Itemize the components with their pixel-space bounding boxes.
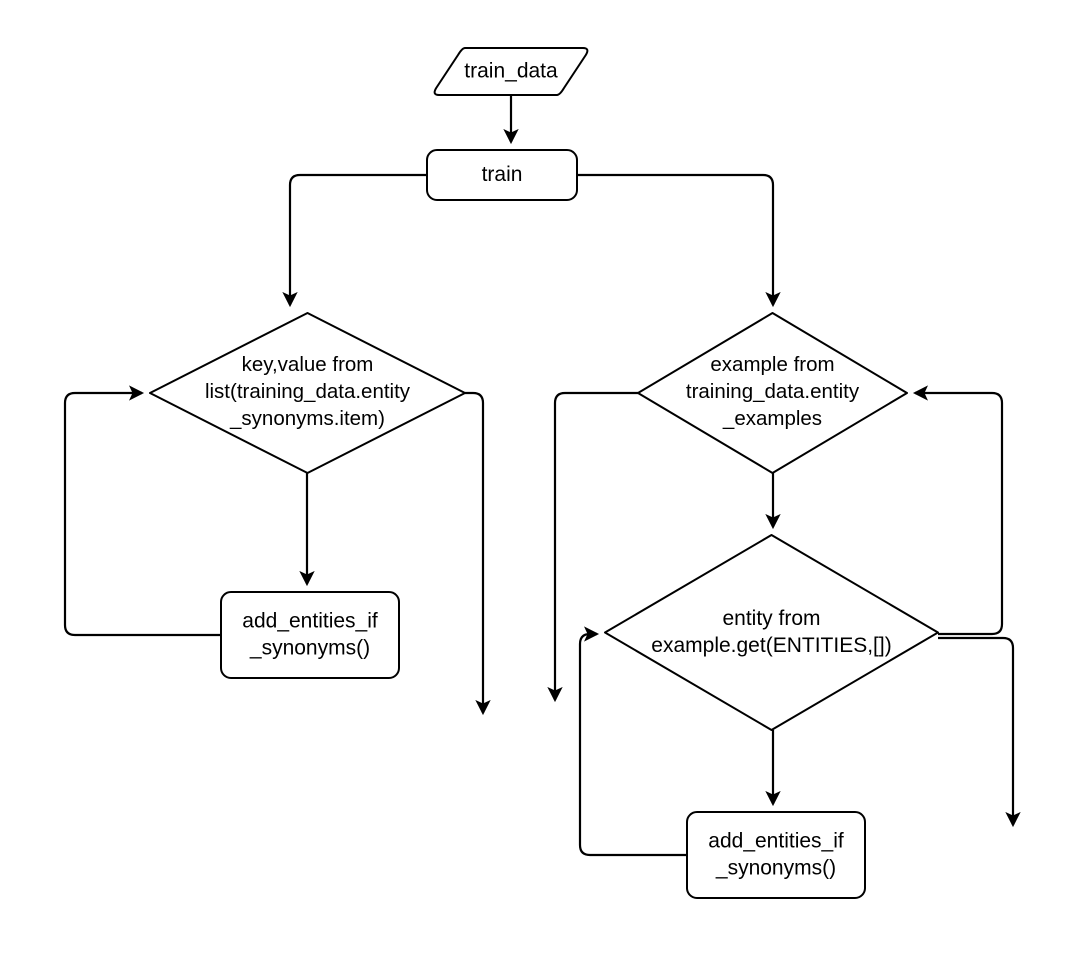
connector-loop_examples-to-exit_middle (547, 391, 638, 703)
diamond-shape (604, 534, 939, 731)
node-label-train: train (482, 163, 523, 186)
connector-loop_entities-to-exit_right (938, 636, 1021, 828)
node-label-add_entities_left: add_entities_if_synonyms() (242, 609, 378, 659)
diamond-shape (149, 312, 466, 474)
rounded-rect-shape (426, 149, 578, 201)
node-add_entities_right[interactable]: add_entities_if_synonyms() (686, 811, 866, 899)
connector-train-to-loop_synonyms (282, 173, 427, 308)
node-train[interactable]: train (426, 149, 578, 201)
node-add_entities_left[interactable]: add_entities_if_synonyms() (220, 591, 400, 679)
node-train_data[interactable]: train_data (433, 47, 589, 96)
connector-train-to-loop_examples (577, 173, 781, 308)
rounded-rect-shape (686, 811, 866, 899)
edge-layer (63, 95, 1021, 857)
node-label-train_data: train_data (464, 59, 558, 82)
connector-loop_entities-to-loop_examples (912, 385, 1004, 636)
connector-add_entities_left-to-loop_synonyms (63, 385, 221, 637)
connector-add_entities_right-to-loop_entities (578, 626, 687, 857)
diamond-shape (637, 312, 908, 474)
node-label-add_entities_right: add_entities_if_synonyms() (708, 829, 844, 879)
connector-loop_synonyms-to-exit_left (465, 391, 491, 716)
parallelogram-shape (433, 47, 589, 96)
rounded-rect-shape (220, 591, 400, 679)
